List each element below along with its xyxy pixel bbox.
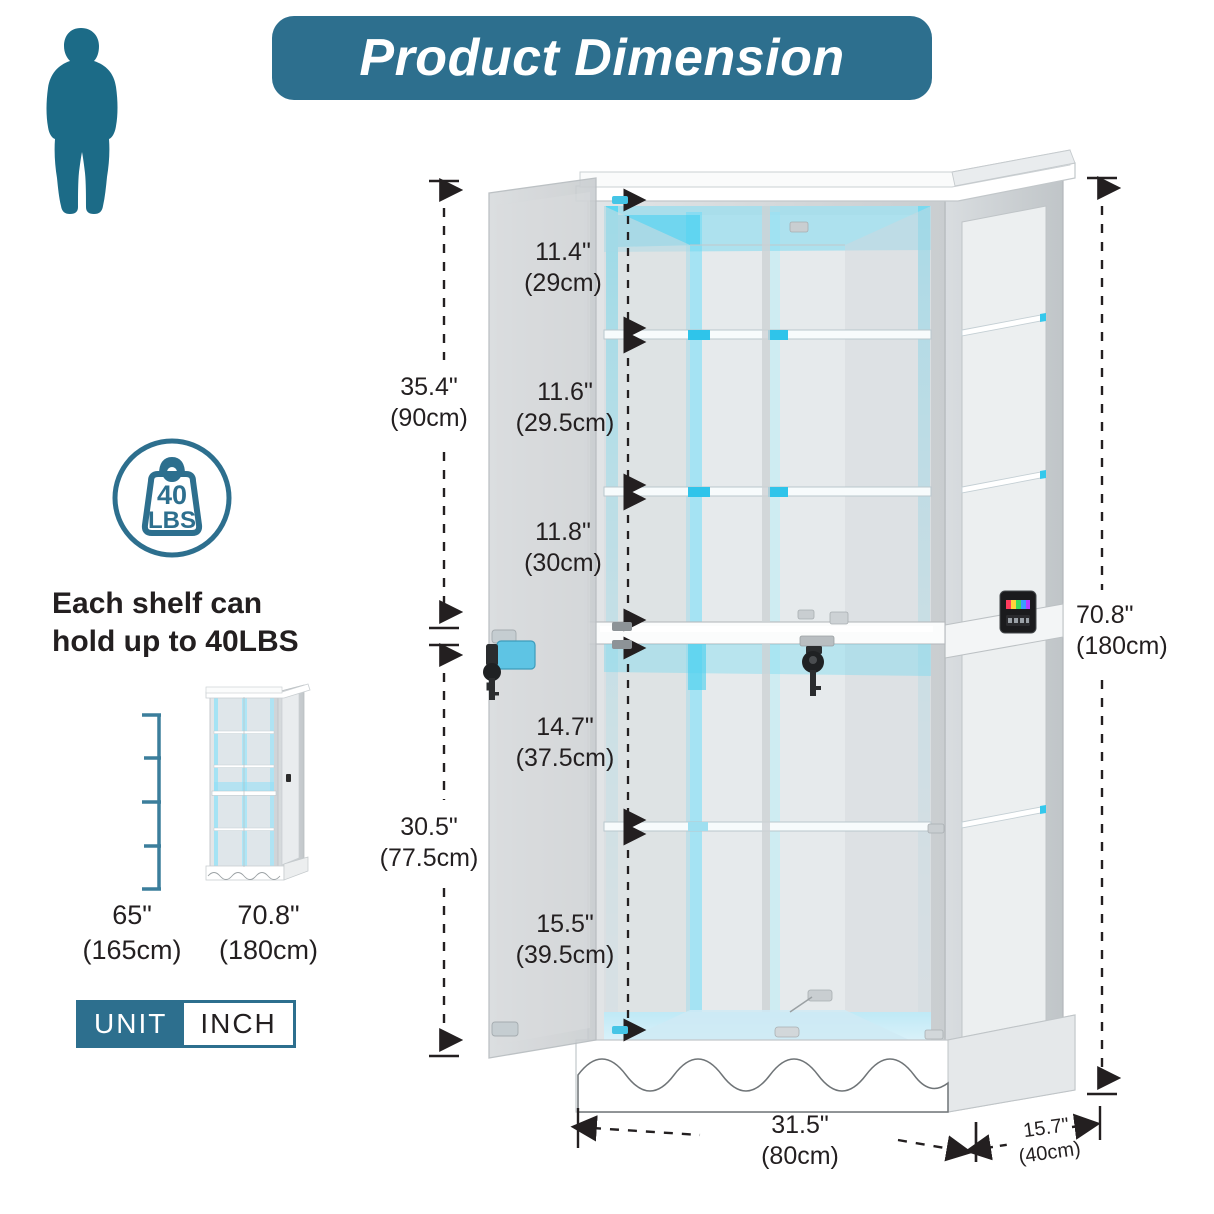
- shelf-gap-1-inch: 11.4": [535, 238, 591, 266]
- shelf-note-line-2: hold up to 40LBS: [52, 624, 299, 658]
- person-height-scale: [137, 712, 167, 897]
- upper-height-inch: 35.4": [400, 373, 458, 401]
- cabinet-height-inch: 70.8": [237, 900, 300, 930]
- width-inch: 31.5": [771, 1111, 829, 1139]
- lower-height-inch: 30.5": [400, 813, 458, 841]
- dim-label-lower-height: 30.5" (77.5cm): [364, 812, 494, 875]
- led-control-panel: [999, 590, 1037, 634]
- door-catch-hardware: [789, 989, 833, 1013]
- shelf-gap-4-inch: 14.7": [536, 713, 594, 741]
- weight-unit: LBS: [148, 507, 196, 534]
- dim-label-shelf-gap-2: 11.6" (29.5cm): [490, 377, 640, 440]
- shelf-note-line-1: Each shelf can: [52, 587, 263, 620]
- overall-height-inch: 70.8": [1076, 601, 1134, 629]
- unit-badge: UNIT INCH: [76, 1000, 296, 1048]
- cabinet-base-plinth: [575, 1014, 1076, 1113]
- person-height-label: 65" (165cm): [62, 898, 202, 968]
- dim-label-shelf-gap-3: 11.8" (30cm): [498, 517, 628, 580]
- cabinet-thumbnail: [198, 676, 316, 891]
- person-silhouette-icon: [33, 26, 128, 221]
- person-height-cm: (165cm): [82, 935, 182, 966]
- shelf-gap-3-cm: (30cm): [524, 549, 602, 578]
- weight-value: 40: [157, 480, 187, 510]
- shelf-capacity-note: Each shelf can hold up to 40LBS: [52, 585, 352, 661]
- dim-label-upper-height: 35.4" (90cm): [364, 372, 494, 435]
- shelf-gap-3-inch: 11.8": [535, 518, 591, 546]
- dim-label-shelf-gap-1: 11.4" (29cm): [498, 237, 628, 300]
- shelf-gap-2-cm: (29.5cm): [515, 409, 615, 438]
- shelf-gap-1-cm: (29cm): [524, 269, 602, 298]
- cabinet-front-body: [587, 177, 949, 1073]
- shelf-gap-5-cm: (39.5cm): [515, 941, 615, 970]
- shelf-gap-4-cm: (37.5cm): [515, 744, 615, 773]
- center-lock-with-keys: [799, 611, 849, 696]
- shelf-gap-5-inch: 15.5": [536, 910, 594, 938]
- lower-height-cm: (77.5cm): [379, 844, 479, 873]
- page-title: Product Dimension: [359, 29, 845, 87]
- dim-label-width: 31.5" (80cm): [700, 1110, 900, 1173]
- weight-40lbs-icon: 40 LBS: [110, 436, 234, 560]
- title-banner: Product Dimension: [272, 16, 932, 100]
- overall-height-cm: (180cm): [1076, 632, 1168, 661]
- person-height-inch: 65": [112, 900, 152, 930]
- unit-badge-label: UNIT: [94, 1008, 168, 1039]
- width-cm: (80cm): [761, 1142, 839, 1171]
- upper-height-cm: (90cm): [390, 404, 468, 433]
- cabinet-height-cm: (180cm): [218, 935, 319, 966]
- shelf-gap-2-inch: 11.6": [537, 378, 593, 406]
- door-lock-with-keys: [483, 640, 536, 700]
- dim-label-shelf-gap-4: 14.7" (37.5cm): [490, 712, 640, 775]
- cabinet-height-label: 70.8" (180cm): [186, 898, 351, 968]
- unit-badge-value: INCH: [183, 1002, 294, 1046]
- dim-label-overall-height: 70.8" (180cm): [1076, 600, 1212, 663]
- dim-label-shelf-gap-5: 15.5" (39.5cm): [490, 909, 640, 972]
